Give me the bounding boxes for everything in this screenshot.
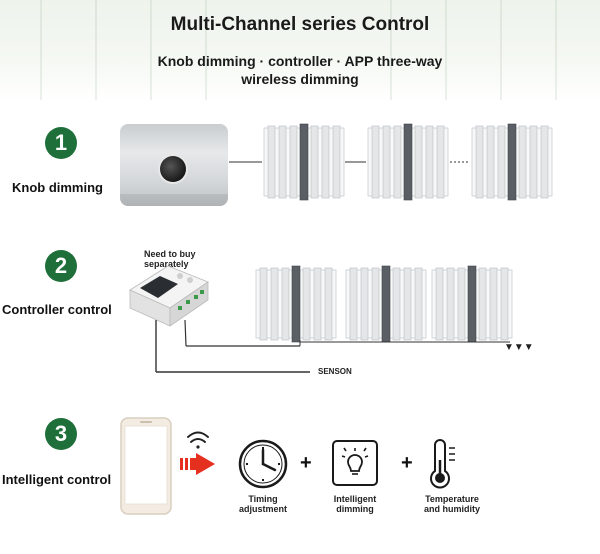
controller-device xyxy=(129,265,209,327)
step-badge-3: 3 xyxy=(45,418,77,450)
controller-note: Need to buy separately xyxy=(144,249,214,269)
feature-caption-timing: Timing adjustment xyxy=(238,494,287,514)
smartphone-icon xyxy=(120,417,172,515)
light-fixture xyxy=(367,123,449,201)
sensor-label: SENSON xyxy=(318,367,352,376)
section-label-intelligent: Intelligent control xyxy=(2,472,112,487)
light-fixture xyxy=(471,123,553,201)
feature-caption-dimming: Intelligent dimming xyxy=(333,494,377,514)
light-fixture xyxy=(345,265,427,343)
svg-text:▼▼▼: ▼▼▼ xyxy=(504,342,534,353)
subtitle-line1: Knob dimming · controller · APP three-wa… xyxy=(157,53,443,69)
fixture-row-1 xyxy=(229,123,553,201)
section-label-controller: Controller control xyxy=(2,302,112,317)
knob-dimmer-photo xyxy=(120,124,228,206)
bulb-icon xyxy=(332,440,378,486)
step-badge-2: 2 xyxy=(45,250,77,282)
step-badge-1: 1 xyxy=(45,127,77,159)
page-title: Multi-Channel series Control xyxy=(170,14,430,35)
header-banner xyxy=(0,0,600,100)
clock-icon xyxy=(238,439,288,489)
arrow-right-icon xyxy=(180,453,215,475)
light-fixture xyxy=(431,265,513,343)
light-fixture xyxy=(255,265,337,343)
wifi-icon xyxy=(187,431,209,449)
feature-caption-temperature: Temperature and humidity xyxy=(424,494,480,514)
note-line2: separately xyxy=(144,259,189,269)
page-subtitle: Knob dimming · controller · APP three-wa… xyxy=(150,52,450,88)
plus-sign-1: + xyxy=(300,452,312,474)
light-fixture xyxy=(263,123,345,201)
subtitle-line2: wireless dimming xyxy=(241,71,359,87)
fixture-row-2: ▼▼▼ xyxy=(155,265,534,373)
note-line1: Need to buy xyxy=(144,249,196,259)
plus-sign-2: + xyxy=(401,452,413,474)
knob-icon xyxy=(160,156,186,182)
thermometer-icon xyxy=(430,439,455,489)
section-label-knob: Knob dimming xyxy=(12,180,103,195)
